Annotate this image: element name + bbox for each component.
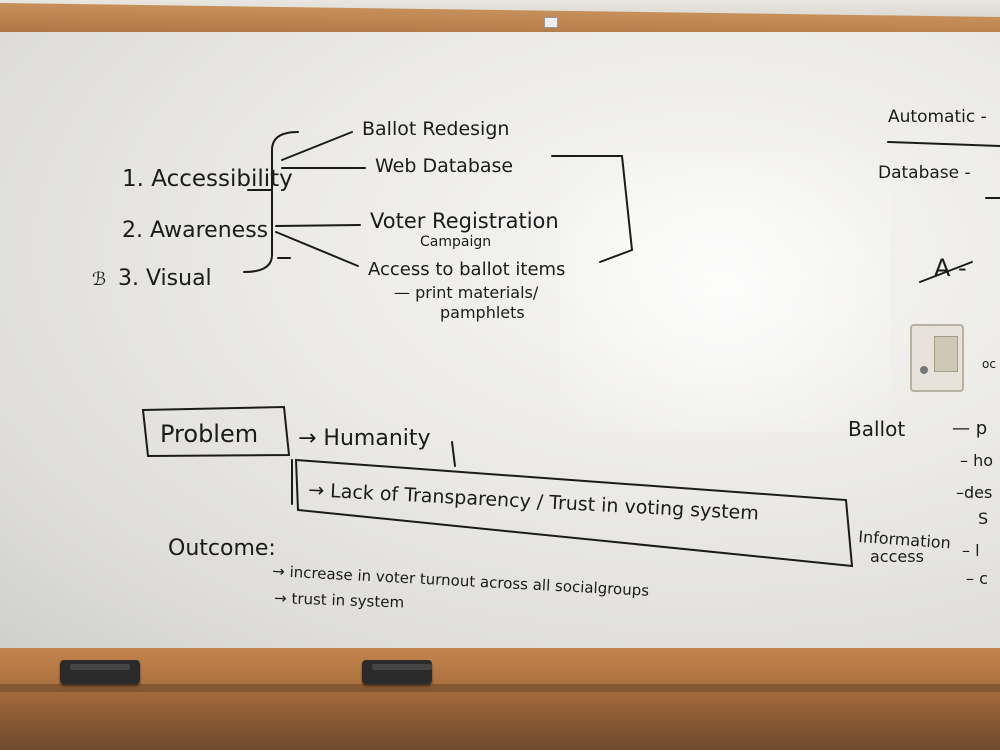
board-clip <box>544 17 558 28</box>
thermostat-panel <box>934 336 958 372</box>
list-bracket <box>243 131 299 273</box>
idea-pamphlets: pamphlets <box>440 303 525 322</box>
list-item-awareness: 2. Awareness <box>122 218 268 243</box>
transparency-box <box>294 458 854 568</box>
right-ballot-dash2: – ho <box>960 451 993 470</box>
right-a-strike <box>919 261 973 283</box>
marker-tray-lip <box>0 684 1000 692</box>
connector-access-ballot <box>275 231 359 267</box>
right-divider <box>887 141 1000 147</box>
ideas-bracket <box>551 155 634 263</box>
right-ballot-dash3b: S <box>978 509 988 528</box>
humanity-underline <box>291 441 456 505</box>
right-dash5: – c <box>966 569 988 588</box>
marker-tray <box>0 648 1000 750</box>
idea-campaign: Campaign <box>420 234 491 250</box>
right-access: access <box>870 547 924 566</box>
right-dash4: – l <box>962 541 980 560</box>
light-glare <box>560 152 890 432</box>
thermostat <box>910 324 964 392</box>
right-ballot: Ballot <box>848 417 905 441</box>
list-item-visual: 3. Visual <box>118 266 212 291</box>
idea-voter-registration: Voter Registration <box>370 209 559 233</box>
right-database: Database - <box>878 163 971 183</box>
eraser-right[interactable] <box>362 660 432 684</box>
right-ballot-dash3: –des <box>956 483 992 502</box>
connector-ballot-redesign <box>281 131 353 161</box>
thermostat-dial <box>920 366 928 374</box>
connector-voter-registration <box>275 224 361 227</box>
list-item-accessibility: 1. Accessibility <box>122 166 293 192</box>
whiteboard-surface <box>0 32 1000 652</box>
problem-humanity: → Humanity <box>298 426 431 451</box>
eraser-left[interactable] <box>60 660 140 684</box>
idea-web-database: Web Database <box>375 155 513 177</box>
list-item-3-prefix: ℬ <box>92 269 106 290</box>
right-ballot-dash1: — p <box>952 418 987 439</box>
idea-access-ballot: Access to ballot items <box>368 259 565 280</box>
problem-label: Problem <box>160 420 258 448</box>
idea-ballot-redesign: Ballot Redesign <box>362 118 509 140</box>
right-a-mark: A - <box>934 254 967 282</box>
idea-print-materials: — print materials/ <box>394 283 539 302</box>
outcome-line2: → trust in system <box>274 589 405 612</box>
right-oc: oc <box>982 357 996 371</box>
right-automatic: Automatic - <box>888 107 987 127</box>
problem-box <box>141 405 291 458</box>
outcome-label: Outcome: <box>168 536 276 561</box>
